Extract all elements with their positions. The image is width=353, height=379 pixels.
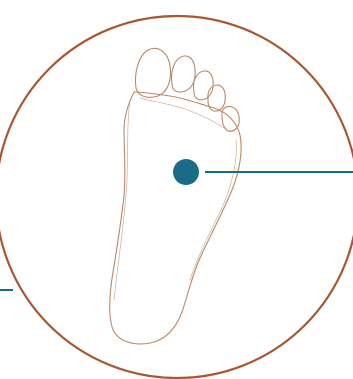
point-dot-icon: [173, 159, 199, 185]
sole-sketch-line: [114, 100, 130, 300]
big-toe: [136, 48, 171, 97]
sole-sketch-line-2: [190, 140, 236, 280]
sole-outline: [110, 92, 242, 344]
third-toe: [193, 71, 213, 100]
second-toe: [172, 56, 196, 92]
foot-sole-outline: [110, 48, 242, 344]
little-toe: [222, 106, 239, 131]
toe-crease: [140, 98, 230, 132]
